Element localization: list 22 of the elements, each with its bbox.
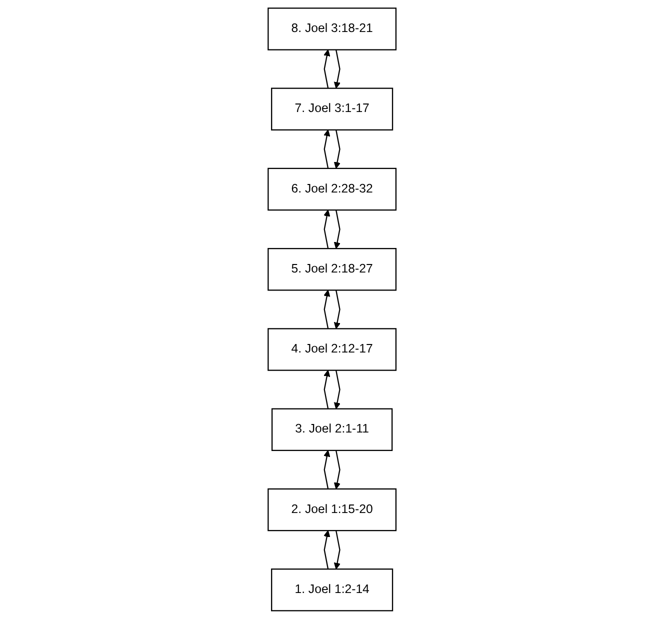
arrow — [334, 50, 340, 89]
node-box: 8. Joel 3:18-21 — [268, 8, 396, 50]
arrow — [334, 290, 340, 330]
node-box: 2. Joel 1:15-20 — [268, 488, 396, 532]
node-box: 7. Joel 3:1-17 — [270, 88, 394, 131]
node-box: 3. Joel 2:1-11 — [271, 408, 393, 452]
arrow — [324, 450, 330, 490]
arrow — [324, 530, 330, 570]
arrow — [324, 50, 330, 88]
arrow — [324, 210, 330, 249]
arrow — [334, 370, 340, 410]
node-box: 6. Joel 2:28-32 — [268, 168, 396, 211]
arrow — [334, 130, 340, 169]
arrow — [334, 450, 340, 490]
node-box: 5. Joel 2:18-27 — [268, 248, 396, 291]
arrow — [324, 290, 330, 329]
arrow — [324, 130, 330, 169]
node-box: 4. Joel 2:12-17 — [268, 328, 396, 371]
arrow — [324, 370, 330, 409]
arrow — [334, 210, 340, 249]
arrow — [334, 530, 340, 570]
node-box: 1. Joel 1:2-14 — [270, 568, 394, 612]
